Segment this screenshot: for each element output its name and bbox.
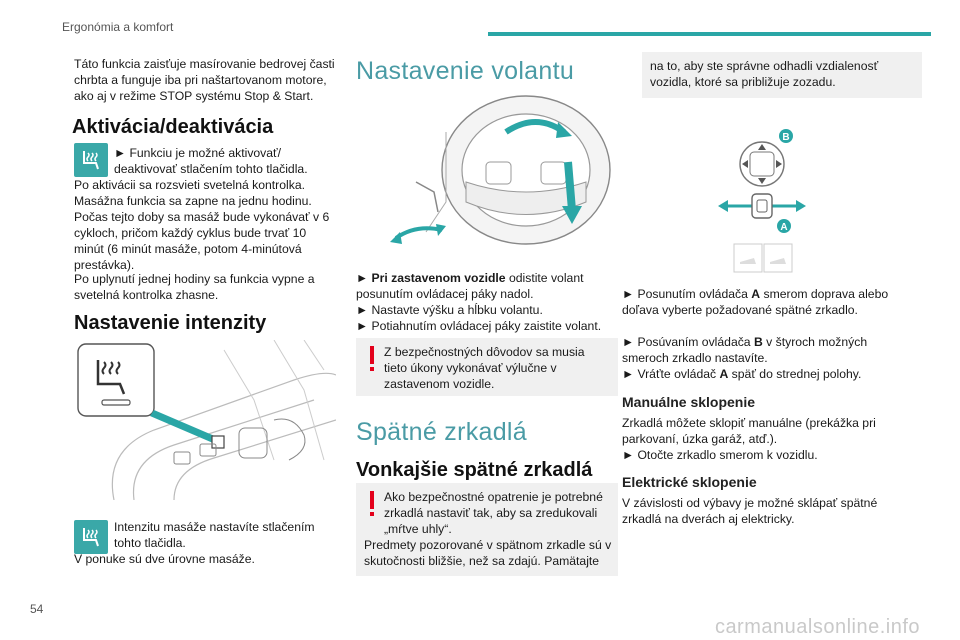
electric-text: V závislosti od výbavy je možné sklápať … (622, 496, 878, 526)
massage-seat-icon (83, 151, 99, 170)
mirror-bullet-2-post: v štyroch možných smeroch zrkadlo nastav… (622, 335, 868, 365)
mirror-bullet-2-pre: ► Posúvaním ovládača (622, 335, 754, 349)
key-a: A (751, 287, 761, 301)
warning-mirrors-text: Ako bezpečnostné opatrenie je potrebné z… (384, 490, 603, 536)
watermark: carmanualsonline.info (714, 616, 920, 638)
heading-ext-mirrors: Vonkajšie spätné zrkadlá (356, 459, 593, 481)
mirror-bullet-3-pre: ► Vráťte ovládač (622, 367, 720, 381)
heading-mirrors: Spätné zrkadlá (356, 418, 527, 446)
warning-box-steering: Z bezpečnostných dôvodov sa musia tieto … (356, 338, 618, 396)
steering-bullet-1-rest: odistite volant posunutím ovládacej páky… (356, 271, 584, 301)
mirror-bullet-1-pre: ► Posunutím ovládača (622, 287, 752, 301)
heading-electric: Elektrické sklopenie (622, 474, 757, 490)
seat-illustration (74, 340, 336, 500)
manual-text: Zrkadlá môžete sklopiť manuálne (prekážk… (622, 416, 876, 446)
warning-mirrors-continued: Predmety pozorované v spätnom zrkadle sú… (364, 538, 612, 568)
activation-text: Po aktivácii sa rozsvieti svetelná kontr… (74, 178, 330, 272)
massage-seat-icon (83, 528, 99, 547)
header-title: Ergonómia a komfort (62, 20, 174, 34)
mirror-bullet-3-post: späť do strednej polohy. (728, 367, 862, 381)
activation-text-2: Po uplynutí jednej hodiny sa funkcia vyp… (74, 272, 315, 302)
massage-button-icon (74, 143, 108, 177)
mirror-bullet-3: ► Vráťte ovládač A späť do strednej polo… (622, 366, 892, 382)
continued-box: na to, aby ste správne odhadli vzdialeno… (642, 52, 922, 98)
label-a: A (780, 222, 787, 233)
heading-intensity: Nastavenie intenzity (74, 312, 267, 334)
page-number: 54 (30, 602, 44, 616)
label-b: B (782, 132, 789, 143)
mirror-bullet-1-post: smerom doprava alebo doľava vyberte poža… (622, 287, 889, 317)
mirror-bullet-2: ► Posúvaním ovládača B v štyroch možných… (622, 334, 892, 366)
mirror-bullet-1: ► Posunutím ovládača A smerom doprava al… (622, 286, 892, 318)
steering-wheel-illustration (386, 92, 616, 250)
key-b: B (753, 335, 763, 349)
intensity-levels-text: V ponuke sú dve úrovne masáže. (74, 552, 255, 566)
steering-bullet-2: ► Nastavte výšku a hĺbku volantu. (356, 303, 543, 317)
warning-exclamation-icon (370, 346, 374, 371)
heading-activation: Aktivácia/deaktivácia (72, 116, 274, 138)
continued-box-text: na to, aby ste správne odhadli vzdialeno… (650, 59, 879, 89)
mirror-control-illustration: B A (718, 128, 828, 278)
steering-bold: Pri zastavenom vozidle (371, 271, 506, 285)
steering-bullet-3: ► Potiahnutím ovládacej páky zaistite vo… (356, 319, 602, 333)
manual-bullet: ► Otočte zrkadlo smerom k vozidlu. (622, 448, 818, 462)
header-rule (488, 32, 931, 36)
warning-box-mirrors: Ako bezpečnostné opatrenie je potrebné z… (356, 483, 618, 576)
heading-steering: Nastavenie volantu (356, 57, 575, 85)
heading-manual: Manuálne sklopenie (622, 394, 756, 410)
key-a-2: A (719, 367, 729, 381)
massage-intensity-icon (74, 520, 108, 554)
intro-text: Táto funkcia zaisťuje masírovanie bedrov… (74, 57, 335, 103)
intensity-text: Intenzitu masáže nastavíte stlačením toh… (114, 520, 315, 550)
warning-exclamation-icon (370, 491, 374, 516)
activation-bullet: ► Funkciu je možné aktivovať/ deaktivova… (114, 146, 308, 176)
steering-bullet-1: ► Pri zastavenom vozidle odistite volant… (356, 271, 584, 301)
warning-steering-text: Z bezpečnostných dôvodov sa musia tieto … (384, 345, 585, 391)
